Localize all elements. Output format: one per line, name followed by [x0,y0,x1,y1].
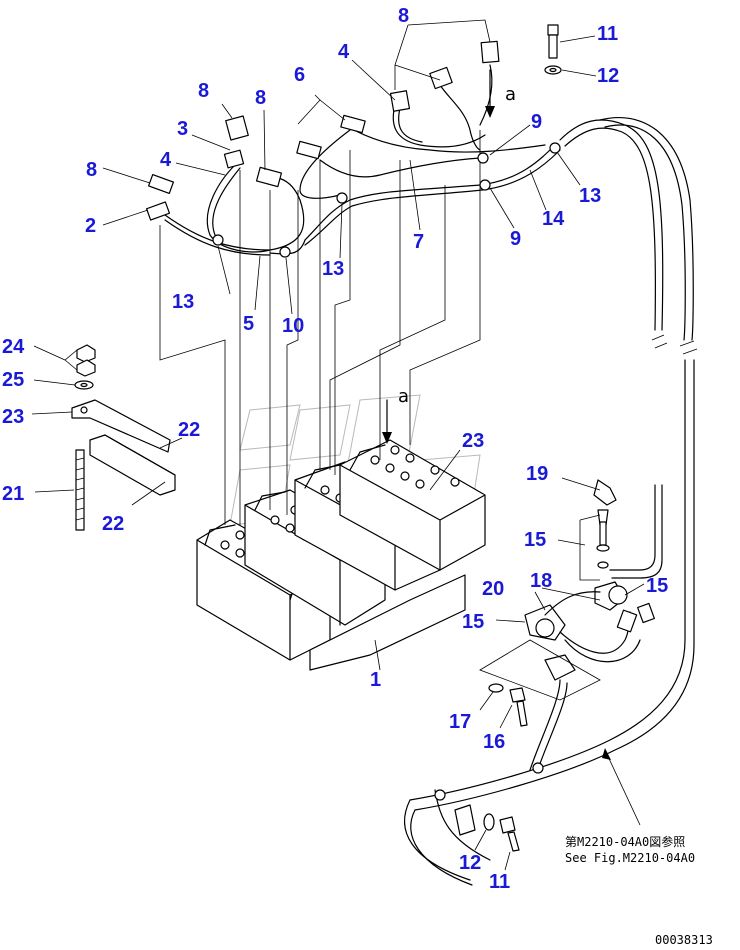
callout-7: 7 [413,231,424,253]
callout-9-upper: 9 [531,111,542,133]
callout-12-bottom: 12 [459,852,481,874]
callout-labels: 1 2 3 4 4 5 6 7 8 8 8 8 9 9 10 11 11 12 … [2,5,668,893]
callout-11-top: 11 [597,23,618,45]
battery-assembly [196,439,486,671]
callout-5: 5 [243,313,254,335]
callout-15-right: 15 [646,575,668,597]
terminal-leader-lines [159,130,481,525]
callout-23-right: 23 [462,430,484,452]
reference-note-jp: 第M2210-04A0図参照 [565,834,685,849]
callout-24: 24 [2,336,25,358]
callout-2: 2 [85,215,96,237]
callout-17: 17 [449,711,471,733]
drawing-number: 00038313 [655,933,713,947]
battery-rear-right [339,439,486,571]
section-marker-a-top: a [505,84,516,105]
callout-20: 20 [482,578,504,600]
callout-18: 18 [530,570,552,592]
battery-hold-down [71,344,176,531]
section-marker-a-mid: a [398,386,409,407]
fasteners [483,24,562,852]
callout-6: 6 [294,64,305,86]
callout-12-top: 12 [597,65,619,87]
callout-13-right: 13 [579,185,601,207]
callout-15-upper: 15 [524,529,546,551]
callout-4-left: 4 [160,149,172,171]
callout-25: 25 [2,369,24,391]
callout-22-lower: 22 [102,513,124,535]
wiring-harness [145,40,561,258]
callout-8-top: 8 [398,5,409,27]
callout-16: 16 [483,731,505,753]
callout-13-mid: 13 [322,258,344,280]
callout-leaders [31,19,645,871]
callout-1: 1 [370,669,381,691]
callout-8-left: 8 [86,159,97,181]
reference-note-en: See Fig.M2210-04A0 [565,851,695,865]
callout-11-bottom: 11 [489,871,510,893]
callout-3: 3 [177,118,188,140]
callout-13-left: 13 [172,291,194,313]
callout-21: 21 [2,483,24,505]
callout-23-left: 23 [2,406,24,428]
main-cable [404,116,698,886]
callout-22-upper: 22 [178,419,200,441]
callout-9-lower: 9 [510,228,521,250]
callout-19: 19 [526,463,548,485]
callout-8-upper-left: 8 [198,80,209,102]
callout-8-mid: 8 [255,87,266,109]
callout-15-left: 15 [462,611,484,633]
callout-4-top: 4 [338,41,350,63]
section-arrows [382,69,495,444]
callout-10: 10 [282,315,304,337]
callout-14: 14 [542,208,565,230]
battery-relay-group [479,477,655,701]
